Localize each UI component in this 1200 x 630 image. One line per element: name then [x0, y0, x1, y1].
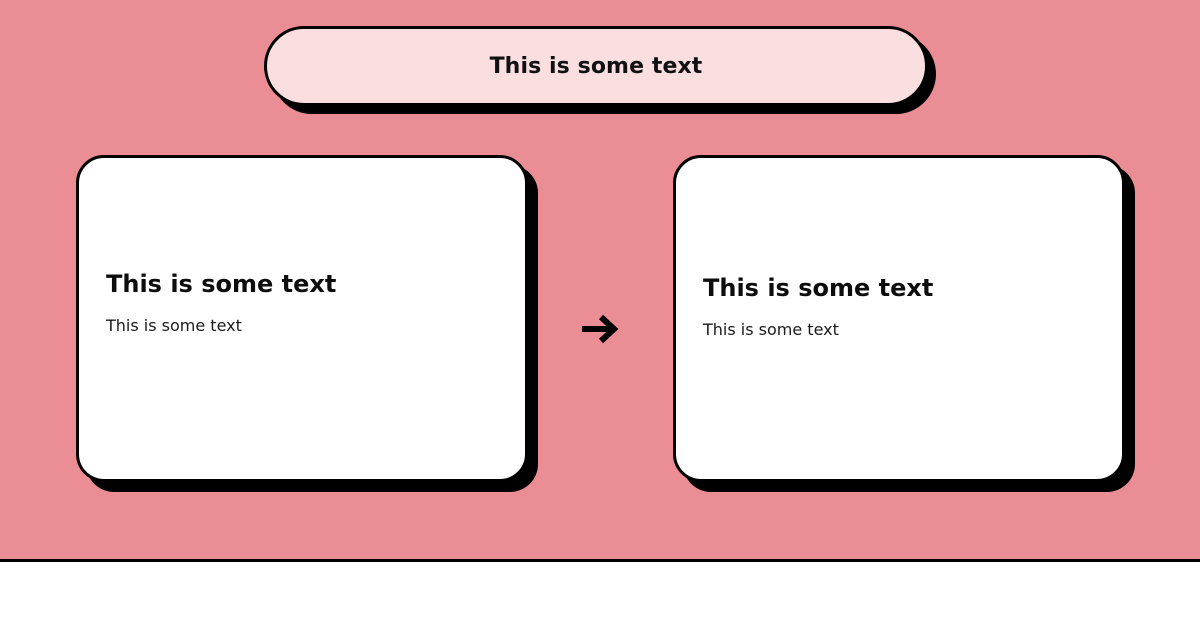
flow-card-step-1-description: This is some text — [106, 315, 242, 335]
header-banner-label: This is some text — [489, 53, 703, 79]
flow-card-step-2-description: This is some text — [703, 319, 839, 339]
flow-card-step-2-body: This is some text This is some text — [676, 274, 1122, 339]
bottom-divider-rule — [0, 559, 1200, 562]
arrow-right-icon — [582, 314, 619, 344]
flow-card-step-2[interactable]: This is some text This is some text — [673, 155, 1125, 482]
pink-stage: This is some text This is some text This… — [0, 0, 1200, 559]
flow-card-step-1[interactable]: This is some text This is some text — [76, 155, 528, 482]
flow-card-step-2-title: This is some text — [703, 274, 934, 302]
header-banner[interactable]: This is some text — [264, 26, 928, 106]
flow-card-step-1-body: This is some text This is some text — [79, 270, 525, 335]
flow-card-step-1-title: This is some text — [106, 270, 337, 298]
